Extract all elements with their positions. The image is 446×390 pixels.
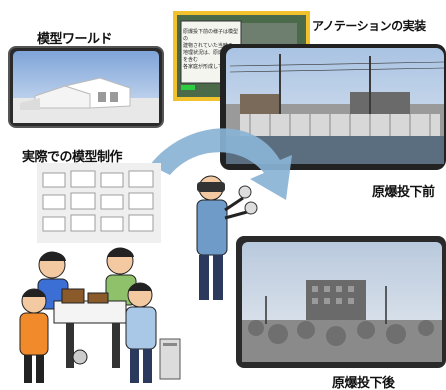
- annotation-line: 地理状況は、原爆ドームを含む: [183, 50, 238, 63]
- annotation-line: 各家庭が形成していた: [183, 64, 233, 70]
- real-model-photo: [37, 163, 161, 243]
- after-bombing-screen: [236, 236, 446, 368]
- model-world-scene: [13, 51, 159, 123]
- annotation-label: アノテーションの実装: [312, 19, 426, 33]
- real-model-label: 実際での模型制作: [22, 150, 123, 165]
- team-collaboration-figure: [19, 247, 181, 383]
- vr-user-figure: [196, 175, 258, 300]
- annotation-line: 建物されていた当時の: [183, 43, 233, 49]
- real-model-scene: [37, 163, 161, 243]
- after-bombing-label: 原爆投下後: [332, 376, 395, 390]
- model-world-label: 模型ワールド: [37, 32, 113, 47]
- after-bombing-scene: [242, 242, 442, 362]
- model-world-screen: [8, 46, 164, 128]
- annotation-popup-text: 原爆投下前の様子は模型の 建物されていた当時の 地理状況は、原爆ドームを含む 各…: [183, 29, 241, 71]
- before-bombing-label: 原爆投下前: [372, 185, 435, 200]
- transition-arrow: [150, 128, 292, 200]
- annotation-line: 原爆投下前の様子は模型の: [183, 29, 239, 42]
